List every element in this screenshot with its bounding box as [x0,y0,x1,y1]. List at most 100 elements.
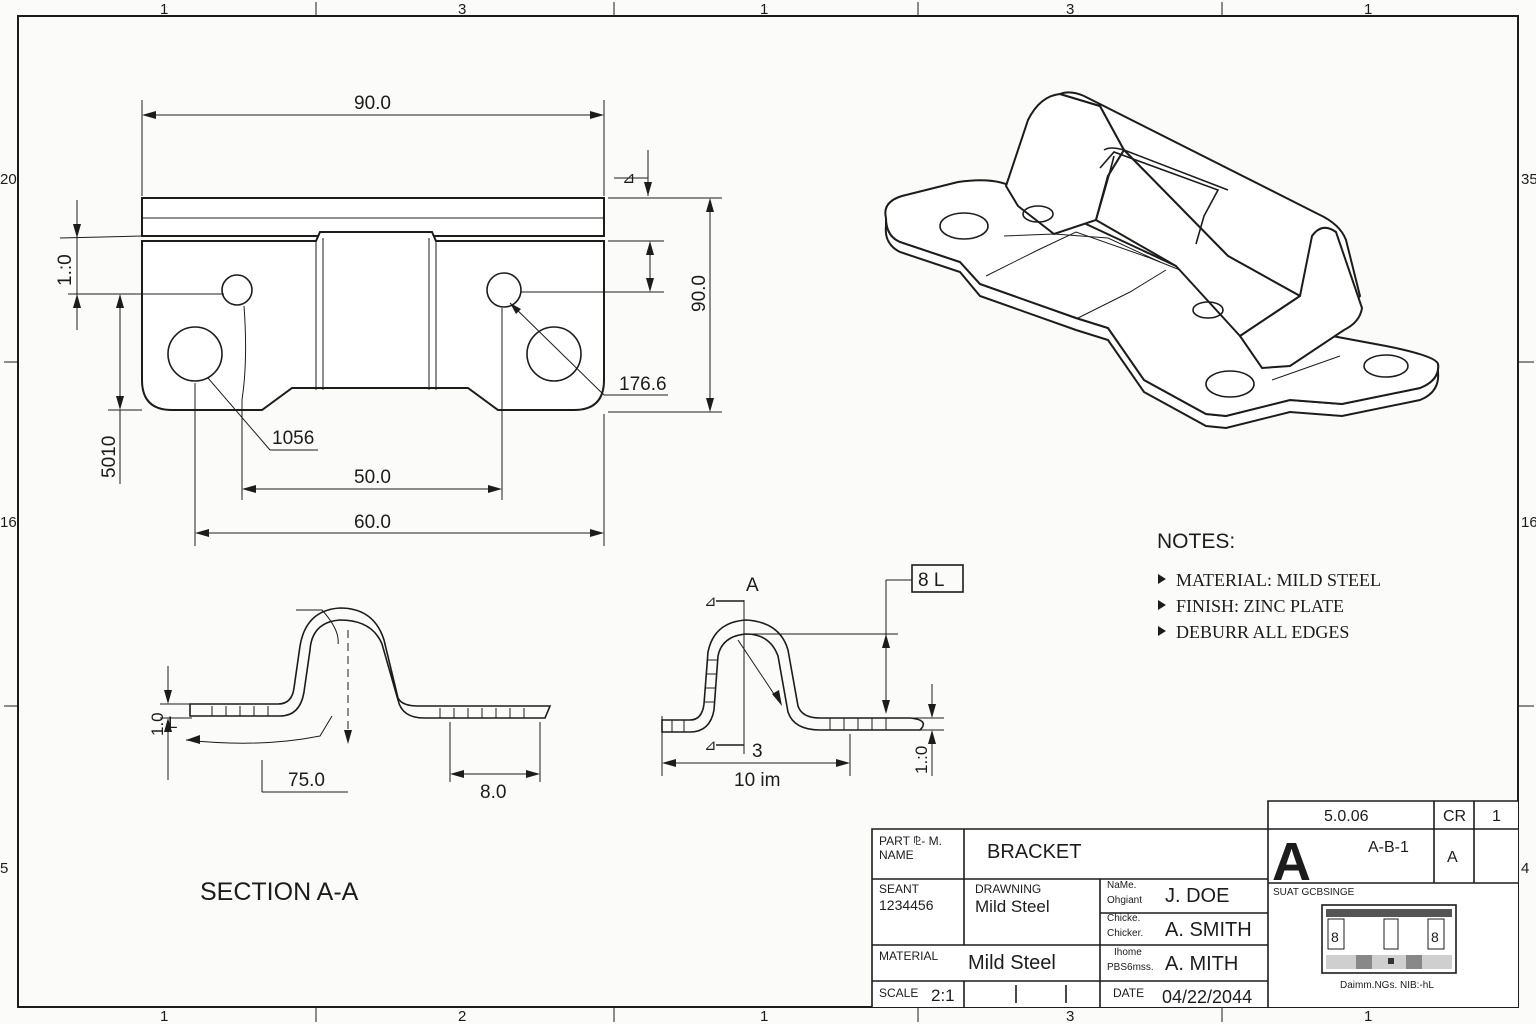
tag-right-marker: ⊿ [622,170,635,187]
section-right-callout-box [911,564,964,593]
scale-value: 2:1 [931,986,955,1005]
date-value: 04/22/2044 [1162,987,1252,1007]
dim-hole-right: 176.6 [619,374,667,395]
sheet-border [17,15,1519,1008]
approved-label-2: PBS6mss. [1107,962,1154,973]
section-left-thickness: 1.0 [148,712,167,736]
zone-bottom-5: 1 [1364,1008,1372,1024]
top-view-hole-large-right [526,326,582,382]
isometric-hole-4 [1205,370,1255,398]
approved-label-1: Ihome [1114,947,1142,958]
sheet-label: SEANT [879,882,920,896]
isometric-hole-1 [939,212,989,240]
zone-right-1: 35 [1521,171,1536,188]
top-view-hole-large-left [167,326,223,382]
isometric-hole-3 [1192,301,1224,319]
drawn-label-1: NaMe. [1107,880,1136,891]
drawn-value: J. DOE [1165,885,1229,907]
dim-width: 90.0 [354,93,391,114]
dim-height-left: 1.:0 [55,254,76,286]
section-right-callout: 8 L [918,570,944,591]
note-item-3: DEBURR ALL EDGES [1176,622,1349,642]
sheet-rev: A [1447,849,1458,866]
isometric-hole-5 [1363,354,1409,378]
svg-text:8: 8 [1331,929,1339,945]
sheet-id: A-B-1 [1368,839,1409,856]
scale-label: SCALE [879,986,918,1000]
rev-cr: CR [1443,808,1466,825]
top-view-body [141,231,605,411]
zone-left-1: 20 [0,171,17,188]
material-label: MATERIAL [879,949,938,963]
material-value: Mild Steel [968,952,1056,974]
drawing-value: Mild Steel [975,897,1050,916]
zone-left-3: 5 [0,860,8,877]
checker-value: A. SMITH [1165,919,1252,941]
zone-top-2: 3 [458,1,466,18]
notes-title: NOTES: [1157,530,1235,553]
section-title: SECTION A-A [200,878,359,906]
section-right-hatching [671,659,887,732]
dim-flange: 5010 [99,436,120,478]
zone-ticks [4,2,1534,1022]
section-right-label-a: A [746,575,759,596]
top-view: 90.0 1.:0 5010 90.0 ⊿ 176.6 [55,93,722,546]
rev-one: 1 [1492,808,1501,825]
checker-label-1: Chicke. [1107,913,1140,924]
note-item-2: FINISH: ZINC PLATE [1176,596,1344,616]
section-right-marker-top: ⊿ [704,593,717,610]
title-block: 5.0.06 CR 1 A A-B-1 A PART ⅊- M. NAME BR… [871,800,1518,1007]
section-left-hatching [211,706,525,718]
section-right-height: 1.:0 [912,746,931,774]
section-right: ⊿ ⊿ A 8 L 1.:0 3 10 im [661,564,964,791]
section-right-marker-bottom: ⊿ [704,737,717,754]
section-left-length: 75.0 [288,770,325,791]
svg-text:8: 8 [1431,929,1439,945]
zone-bottom-4: 3 [1066,1008,1074,1024]
zone-right-3: 4 [1521,860,1529,877]
dim-hole-spacing: 50.0 [354,467,391,488]
isometric-hole-2 [1022,205,1054,223]
top-view-hole-small-left [221,274,253,306]
drawn-label-2: Ohgiant [1107,895,1142,906]
thumbnail: 8 8 [1321,904,1457,974]
part-name: BRACKET [987,841,1081,863]
section-right-dim-10: 10 im [734,770,780,791]
section-left: 1.0 L 75.0 8.0 [148,607,552,803]
notes: NOTES: MATERIAL: MILD STEEL FINISH: ZINC… [1157,530,1381,642]
top-view-rib [141,197,605,237]
zone-bottom-2: 2 [458,1008,466,1024]
zone-top-4: 3 [1066,1,1074,18]
section-left-l: L [168,713,177,732]
note-item-1: MATERIAL: MILD STEEL [1176,570,1381,590]
zone-top-5: 1 [1364,1,1372,18]
section-right-dim-3: 3 [752,741,763,762]
approved-value: A. MITH [1165,953,1238,975]
part-label-line-1: PART ⅊- M. [879,834,942,848]
dim-hole: 1056 [272,428,314,449]
dim-height-right: 90.0 [689,275,710,312]
stat-label: SUAT GCBSINGE [1273,887,1355,898]
zone-top-1: 1 [160,1,168,18]
part-label-line-2: NAME [879,848,914,862]
zone-bottom-3: 1 [760,1008,768,1024]
section-left-profile-outer [189,607,552,719]
checker-label-2: Chicker. [1107,928,1143,939]
isometric-channel-opening [1238,226,1364,370]
zone-top-3: 1 [760,1,768,18]
top-view-hole-small-right [486,272,522,308]
dim-overall: 60.0 [354,512,391,533]
rev-value: 5.0.06 [1324,808,1369,825]
section-right-profile [661,619,925,733]
thumbnail-caption: Daimm.NGs. NIB:-hL [1340,980,1434,991]
date-label: DATE [1113,986,1144,1000]
logo-mark: A [1272,832,1311,892]
zone-left-2: 16 [0,514,17,531]
drawing-label: DRAWNING [975,882,1041,896]
section-left-flange: 8.0 [480,782,506,803]
zone-right-2: 16 [1521,514,1536,531]
sheet-number: 1234456 [879,897,934,913]
isometric-view [884,91,1440,430]
